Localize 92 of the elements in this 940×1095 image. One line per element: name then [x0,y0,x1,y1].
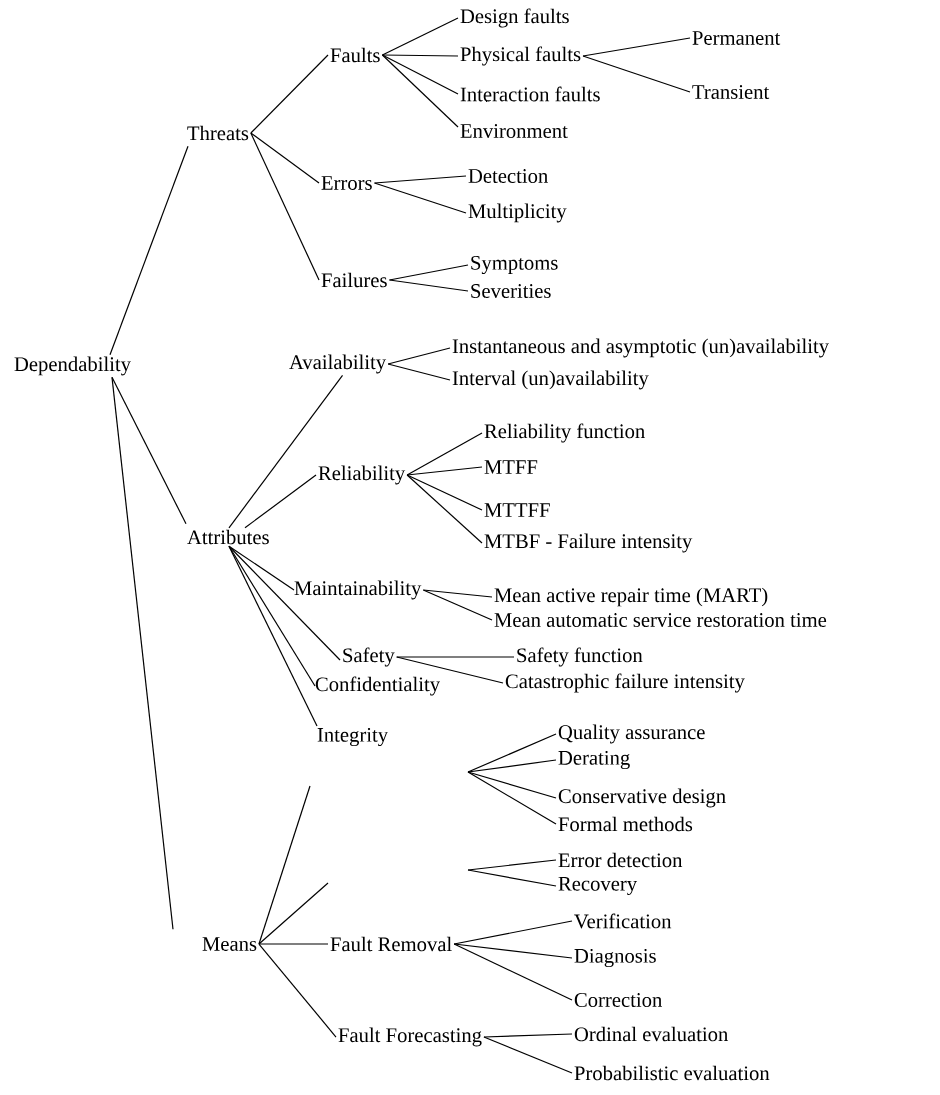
branch-line [406,474,483,511]
branch-line [483,1036,573,1074]
branch-line [453,943,573,1001]
term-label: Catastrophic failure intensity [505,673,745,693]
branch-line [422,589,493,598]
term-label: Physical faults [460,46,581,66]
term-label: Maintainability [294,580,422,600]
term-label: Fault Forecasting [338,1027,482,1047]
term-label: Instantaneous and asymptotic (un)availability [452,338,829,358]
term-label: Availability [289,354,387,374]
branch-line [228,374,344,529]
term-label: Errors [321,176,372,190]
branch-line [396,656,515,658]
term-label: Attributes [187,529,269,545]
branch-line [250,54,329,134]
branch-line [467,771,557,825]
branch-line [109,145,189,356]
branch-line [228,545,316,687]
branch-line [388,279,469,292]
branch-line [467,771,557,799]
branch-line [111,376,187,525]
term-label: Transient [692,85,770,99]
branch-line [381,54,459,57]
term-label: Fault Removal [330,936,452,952]
term-label: Mean automatic service restoration time [494,613,827,627]
branch-line [228,545,295,591]
branch-line [373,175,467,184]
term-label: Derating [558,750,630,770]
branch-line [388,264,469,281]
branch-line [381,17,459,56]
branch-line [387,363,451,381]
term-label: Permanent [692,31,781,45]
term-label: MTTFF [484,503,550,517]
branch-line [258,943,337,1038]
branch-line [387,347,451,365]
branch-line [467,869,557,887]
term-label: Error detection [558,852,683,868]
term-label: Mean active repair time (MART) [494,587,768,607]
term-label: Detection [468,169,548,183]
branch-line [258,882,329,945]
term-label: Integrity [317,727,388,747]
branch-line [467,759,557,773]
term-label: Threats [187,125,249,141]
branch-line [373,182,467,214]
branch-line [406,432,483,476]
term-label: Conservative design [558,788,726,808]
branch-line [381,54,459,95]
term-label: Environment [460,124,568,138]
term-label: Correction [574,993,662,1007]
term-label: Reliability function [484,423,645,443]
term-label: Reliability [318,465,406,485]
branch-line [250,132,320,281]
branch-line [258,943,329,945]
term-label: Faults [330,47,380,63]
branch-line [111,376,174,930]
term-label: MTFF [484,460,538,474]
branch-line [467,733,557,773]
branch-line [381,54,459,128]
branch-line [250,132,320,184]
term-label: Dependability [14,356,131,376]
branch-line [582,55,691,93]
term-label: Ordinal evaluation [574,1026,728,1042]
term-label: Quality assurance [558,724,705,744]
term-label: MTBF - Failure intensity [484,533,693,553]
term-label: Interval (un)availability [452,370,649,390]
term-label: Interaction faults [460,86,600,102]
term-label: Means [202,937,257,951]
term-label: Multiplicity [468,203,567,223]
branch-line [582,37,691,57]
branch-line [483,1033,573,1038]
term-label: Verification [574,913,672,929]
term-label: Safety function [517,647,643,667]
branch-line [406,474,483,544]
term-label: Formal methods [558,816,693,832]
term-label: Recovery [558,877,638,895]
term-label: Failures [321,272,387,288]
branch-line [453,920,573,945]
branch-line [467,859,557,871]
term-label: Safety [343,647,395,667]
term-label: Confidentiality [315,676,440,696]
branch-line [228,545,341,661]
branch-line [406,466,483,476]
term-label: Design faults [460,8,569,28]
branch-line [422,589,493,621]
term-label: Symptoms [471,255,558,275]
branch-line [228,545,318,727]
term-label: Probabilistic evaluation [574,1065,770,1081]
branch-line [396,656,504,684]
term-label: Severities [471,284,551,298]
term-label: Diagnosis [574,948,656,968]
branch-line [244,474,317,529]
branch-line [258,785,311,945]
